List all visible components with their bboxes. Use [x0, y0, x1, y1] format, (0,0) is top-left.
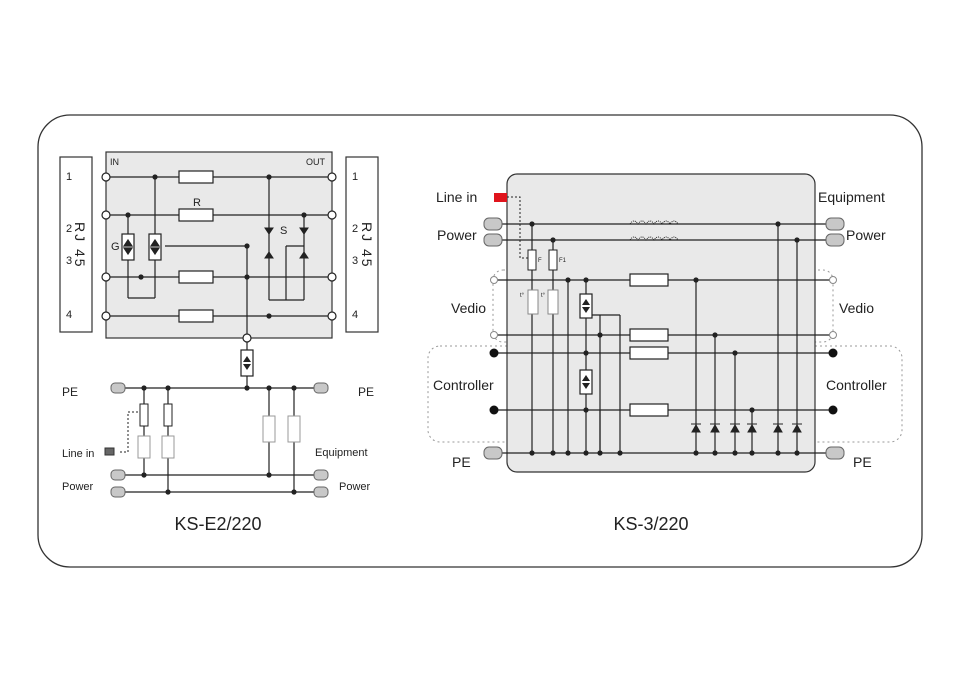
t-label-2: t°	[541, 293, 546, 299]
right-title: KS-3/220	[613, 514, 688, 534]
component-r-label: R	[193, 197, 201, 209]
component-g-label: G	[111, 241, 120, 253]
left-pe-left: PE	[62, 385, 78, 399]
in-label: IN	[110, 157, 119, 167]
left-pin-3: 3	[66, 255, 72, 267]
left-equipment: Equipment	[315, 447, 368, 459]
right-vedio-left: Vedio	[451, 300, 486, 316]
left-power-right: Power	[339, 481, 371, 493]
right-line-in: Line in	[436, 189, 477, 205]
r-vedio-1	[629, 273, 669, 287]
left-pe-right: PE	[358, 385, 374, 399]
rj45-right-block	[345, 156, 379, 333]
outer-frame	[37, 114, 923, 568]
right-power-right: Power	[846, 227, 886, 243]
right-controller-left: Controller	[433, 377, 494, 393]
right-pe-right: PE	[853, 454, 872, 470]
right-diagram: F F1 t° t°	[427, 173, 903, 534]
fuse-label-2: F1	[559, 258, 567, 264]
right-vedio-right: Vedio	[839, 300, 874, 316]
left-module-body	[105, 151, 333, 339]
right-pin-2: 2	[352, 223, 358, 235]
t-label-1: t°	[520, 293, 525, 299]
left-title: KS-E2/220	[174, 514, 261, 534]
left-pin-1: 1	[66, 171, 72, 183]
right-controller-right: Controller	[826, 377, 887, 393]
resistor-4	[178, 309, 214, 323]
rj45-right-label: RJ 45	[359, 222, 375, 269]
fuse-label-1: F	[538, 258, 542, 264]
gdt-2	[148, 233, 162, 261]
left-line-in: Line in	[62, 448, 94, 460]
rj45-left-block	[59, 156, 93, 333]
resistor-3	[178, 270, 214, 284]
right-module-body	[506, 173, 816, 473]
pe-gdt	[240, 349, 254, 377]
resistor-2	[178, 208, 214, 222]
left-power-left: Power	[62, 481, 94, 493]
left-pin-2: 2	[66, 223, 72, 235]
resistor-1	[178, 170, 214, 184]
left-pin-4: 4	[66, 309, 72, 321]
out-label: OUT	[306, 157, 326, 167]
rj45-left-label: RJ 45	[72, 222, 88, 269]
right-pin-1: 1	[352, 171, 358, 183]
line-in-red-terminal	[494, 193, 507, 202]
r-ctrl-2	[629, 403, 669, 417]
right-equipment: Equipment	[818, 189, 885, 205]
gdt-1	[121, 233, 135, 261]
right-power-left: Power	[437, 227, 477, 243]
right-pe-left: PE	[452, 454, 471, 470]
left-diagram: 1 2 3 4 1 2 3 4 RJ 45 RJ 45 IN OUT	[59, 151, 379, 534]
r-ctrl-1	[629, 346, 669, 360]
r-vedio-2	[629, 328, 669, 342]
right-pin-3: 3	[352, 255, 358, 267]
right-pin-4: 4	[352, 309, 358, 321]
component-s-label: S	[280, 225, 287, 237]
